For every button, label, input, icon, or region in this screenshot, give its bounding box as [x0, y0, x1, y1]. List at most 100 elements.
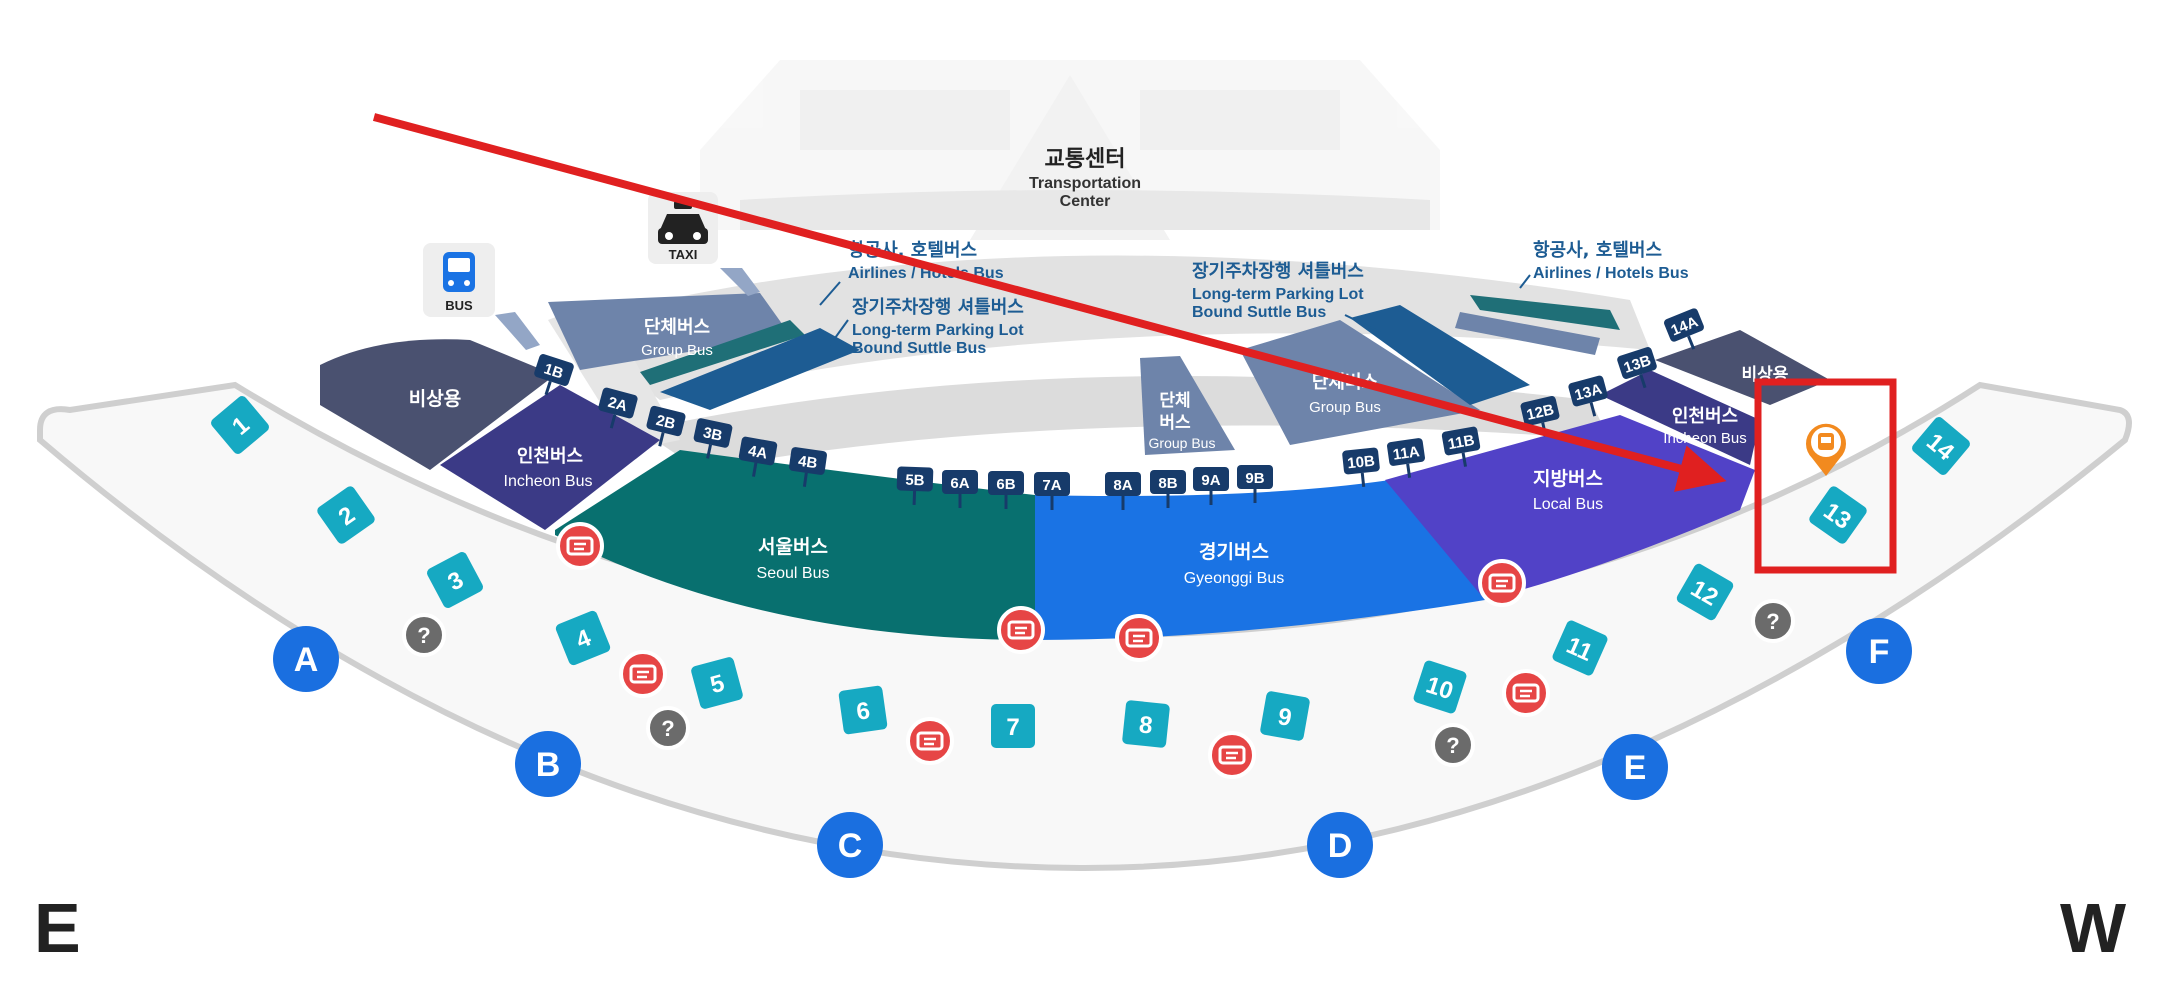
bus-stop-label: 13A: [1573, 381, 1604, 405]
location-marker[interactable]: [1806, 423, 1846, 476]
bus-stop-8b[interactable]: 8B: [1150, 470, 1186, 508]
bus-stop-8a[interactable]: 8A: [1105, 472, 1141, 510]
bus-stop-11b[interactable]: 11B: [1441, 426, 1483, 470]
gate-10[interactable]: 10: [1412, 659, 1467, 714]
gate-12[interactable]: 12: [1675, 562, 1735, 622]
zone-seoul-label: 서울버스: [758, 536, 828, 558]
bus-stop-9a[interactable]: 9A: [1193, 467, 1229, 505]
exit-e[interactable]: E: [1602, 734, 1668, 800]
gate-label: 6: [855, 697, 872, 726]
ticket-icon[interactable]: [1208, 731, 1256, 779]
bus-stop-6a[interactable]: 6A: [942, 470, 978, 508]
exit-b[interactable]: B: [515, 731, 581, 797]
zone-incheon-left: [440, 385, 660, 530]
bus-stop-6b[interactable]: 6B: [988, 471, 1024, 509]
transport-center-title: 교통센터: [1045, 147, 1126, 172]
info-icon[interactable]: ?: [1751, 599, 1795, 643]
bus-stop-10b[interactable]: 10B: [1342, 447, 1382, 489]
exit-label: E: [1624, 749, 1647, 787]
gate-4[interactable]: 4: [554, 609, 611, 666]
callout-parking-left-en1: Long-term Parking Lot: [852, 322, 1024, 339]
bus-stop-9b[interactable]: 9B: [1237, 465, 1273, 503]
zone-incheon-right-en: Incheon Bus: [1663, 430, 1746, 447]
gate-11[interactable]: 11: [1551, 619, 1609, 677]
bus-stop-label: 11A: [1392, 443, 1421, 464]
bus-label: BUS: [445, 298, 473, 313]
bus-stop-4b[interactable]: 4B: [787, 447, 828, 490]
bus-stop-13b[interactable]: 13B: [1616, 346, 1662, 393]
bus-stop-label: 9A: [1201, 472, 1220, 489]
bus-stop-2b[interactable]: 2B: [642, 405, 686, 451]
exit-markers: A B C D E F: [273, 618, 1912, 878]
bus-stop-11a[interactable]: 11A: [1387, 438, 1428, 481]
exit-a[interactable]: A: [273, 626, 339, 692]
transport-center-en-2: Center: [1060, 193, 1111, 210]
zone-group-right-en: Group Bus: [1309, 399, 1381, 416]
exit-c[interactable]: C: [817, 812, 883, 878]
ticket-icon[interactable]: [619, 650, 667, 698]
callout-parking-left-ko: 장기주차장행 셔틀버스: [852, 297, 1024, 318]
zone-emergency-left-label: 비상용: [409, 388, 461, 410]
bus-stop-13a[interactable]: 13A: [1568, 375, 1613, 421]
bus-stop-label: 6A: [950, 475, 969, 492]
ticket-icon[interactable]: [906, 717, 954, 765]
exit-label: C: [838, 827, 863, 865]
zone-group-mid: [1140, 356, 1235, 455]
exit-label: D: [1328, 827, 1353, 865]
zone-group-mid-ko1: 단체: [1159, 391, 1190, 411]
exit-label: F: [1869, 633, 1890, 671]
zone-group-left-label: 단체버스: [644, 317, 710, 338]
callout-parking-left-en2: Bound Suttle Bus: [852, 340, 986, 357]
zone-gyeonggi: [1035, 480, 1485, 640]
zone-parking-right: [1350, 305, 1530, 405]
bus-stop-label: 9B: [1245, 470, 1264, 487]
callout-parking-right-ko: 장기주차장행 셔틀버스: [1192, 261, 1364, 282]
bus-stop-4a[interactable]: 4A: [736, 436, 778, 480]
bus-stop-3b[interactable]: 3B: [690, 418, 733, 463]
gate-6[interactable]: 6: [838, 685, 888, 735]
exit-f[interactable]: F: [1846, 618, 1912, 684]
info-icon[interactable]: ?: [1431, 723, 1475, 767]
info-icon[interactable]: ?: [646, 706, 690, 750]
zone-group-mid-en: Group Bus: [1149, 435, 1216, 451]
bus-stop-5b[interactable]: 5B: [896, 466, 934, 506]
gate-label: 9: [1276, 703, 1294, 732]
bus-stop-1b[interactable]: 1B: [529, 353, 575, 400]
gate-9[interactable]: 9: [1260, 691, 1311, 742]
zone-local-en: Local Bus: [1533, 496, 1603, 513]
bus-stop-2a[interactable]: 2A: [594, 387, 639, 433]
highlight-box: [1754, 378, 1897, 574]
bus-stop-label: 3B: [702, 424, 724, 445]
ticket-icon[interactable]: [997, 606, 1045, 654]
gate-13[interactable]: 13: [1807, 484, 1868, 545]
exit-d[interactable]: D: [1307, 812, 1373, 878]
info-icon[interactable]: ?: [402, 613, 446, 657]
bus-stop-label: 2A: [606, 394, 629, 415]
exit-label: B: [536, 746, 561, 784]
gate-2[interactable]: 2: [315, 484, 376, 545]
bus-stop-label: 8B: [1158, 475, 1177, 492]
info-symbol: ?: [1446, 733, 1459, 758]
gate-5[interactable]: 5: [690, 656, 744, 710]
bus-stand: BUS: [423, 243, 495, 317]
bus-stop-7a[interactable]: 7A: [1034, 472, 1070, 510]
ticket-icon[interactable]: [1502, 669, 1550, 717]
exit-label: A: [294, 641, 319, 679]
zone-local-label: 지방버스: [1533, 468, 1603, 490]
gate-1[interactable]: 1: [209, 394, 271, 456]
gate-8[interactable]: 8: [1122, 700, 1170, 748]
zone-group-left-en: Group Bus: [641, 342, 713, 359]
ticket-icon[interactable]: [1115, 614, 1163, 662]
bus-stop-label: 8A: [1113, 477, 1132, 494]
ticket-icon[interactable]: [1478, 559, 1526, 607]
gate-3[interactable]: 3: [425, 550, 485, 610]
gate-14[interactable]: 14: [1910, 415, 1972, 477]
ticket-icon[interactable]: [556, 522, 604, 570]
zone-group-mid-ko2: 버스: [1159, 413, 1191, 433]
gate-7[interactable]: 7: [991, 704, 1035, 748]
zone-gyeonggi-en: Gyeonggi Bus: [1184, 570, 1285, 587]
info-symbol: ?: [1766, 609, 1779, 634]
transportation-center-building: [700, 60, 1440, 240]
